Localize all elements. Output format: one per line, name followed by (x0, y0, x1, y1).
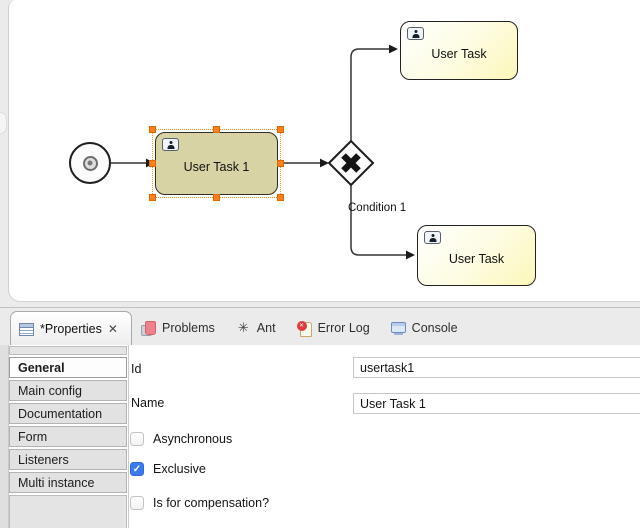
compensation-checkbox[interactable] (130, 496, 144, 510)
id-input[interactable] (353, 357, 640, 378)
section-main-config[interactable]: Main config (9, 380, 127, 401)
ant-icon (236, 321, 251, 336)
user-icon (424, 231, 441, 244)
selection-handle[interactable] (149, 126, 156, 133)
section-list-tail (9, 495, 127, 528)
tab-problems[interactable]: Problems (141, 320, 215, 336)
name-field-label: Name (131, 396, 165, 410)
exclusive-checkbox-row: Exclusive (130, 462, 206, 476)
gateway-x-icon (341, 153, 361, 173)
selection-handle[interactable] (149, 160, 156, 167)
id-field-label: Id (131, 362, 142, 376)
arrowhead-icon (406, 250, 415, 260)
tab-console-label: Console (411, 321, 458, 335)
section-form[interactable]: Form (9, 426, 127, 447)
start-event[interactable] (69, 142, 111, 184)
arrowhead-icon (320, 158, 329, 168)
error-log-icon (296, 320, 312, 337)
selection-handle[interactable] (213, 194, 220, 201)
console-icon (390, 321, 406, 335)
task-label: User Task (431, 46, 487, 61)
sequence-flows (111, 44, 415, 260)
tab-properties-label: *Properties (40, 322, 102, 336)
panel-divider[interactable] (0, 307, 640, 308)
sidebar-divider (128, 345, 129, 528)
flow-condition-label[interactable]: Condition 1 (348, 202, 407, 214)
selection-handle[interactable] (277, 126, 284, 133)
asynchronous-label: Asynchronous (153, 432, 233, 446)
tab-error-log[interactable]: Error Log (296, 320, 370, 337)
selection-handle[interactable] (277, 160, 284, 167)
user-task-top[interactable]: User Task (400, 21, 518, 80)
selection-handle[interactable] (213, 126, 220, 133)
selection-handle[interactable] (277, 194, 284, 201)
section-multi-instance[interactable]: Multi instance (9, 472, 127, 493)
compensation-checkbox-row: Is for compensation? (130, 496, 269, 510)
section-general[interactable]: General (9, 357, 127, 378)
tab-ant[interactable]: Ant (236, 321, 276, 336)
user-icon (162, 138, 179, 151)
task-label: User Task (448, 251, 505, 266)
view-tab-bar: *Properties Problems Ant Error Log Conso… (0, 308, 640, 346)
section-list-spacer (9, 346, 127, 355)
close-icon[interactable] (108, 320, 118, 338)
tab-ant-label: Ant (256, 321, 276, 335)
section-documentation[interactable]: Documentation (9, 403, 127, 424)
arrowhead-icon (389, 44, 398, 54)
properties-table-icon (19, 322, 34, 336)
tab-properties[interactable]: *Properties (10, 311, 132, 346)
flow-gateway-to-top-task[interactable] (350, 48, 389, 141)
tab-error-log-label: Error Log (317, 321, 370, 335)
tab-problems-label: Problems (162, 321, 215, 335)
tab-console[interactable]: Console (390, 321, 458, 335)
user-task-1[interactable]: User Task 1 (149, 126, 284, 201)
panel-left-rail (0, 345, 9, 528)
selection-handle[interactable] (149, 194, 156, 201)
problems-marker-icon (141, 320, 156, 336)
exclusive-label: Exclusive (153, 462, 206, 476)
flow-gateway-to-bottom-task[interactable] (350, 185, 406, 256)
section-listeners[interactable]: Listeners (9, 449, 127, 470)
task-label: User Task 1 (183, 159, 250, 174)
properties-section-list: General Main config Documentation Form L… (9, 346, 127, 528)
user-icon (407, 27, 424, 40)
properties-panel: General Main config Documentation Form L… (0, 345, 640, 528)
user-task-bottom[interactable]: User Task (417, 225, 536, 286)
compensation-label: Is for compensation? (153, 496, 270, 510)
asynchronous-checkbox[interactable] (130, 432, 144, 446)
start-event-inner-circle (82, 155, 98, 171)
exclusive-checkbox[interactable] (130, 462, 144, 476)
asynchronous-checkbox-row: Asynchronous (130, 432, 232, 446)
name-input[interactable] (353, 393, 640, 414)
